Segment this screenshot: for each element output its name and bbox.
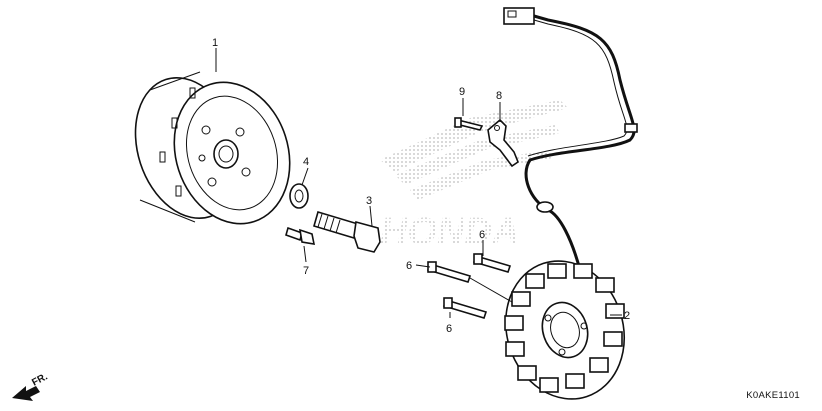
- small-bolt-part: [285, 226, 316, 245]
- callout-6-bottom: 6: [446, 323, 452, 335]
- callout-6-left: 6: [406, 260, 412, 272]
- flywheel-part: [134, 71, 291, 225]
- front-direction-arrow: FR.: [12, 371, 50, 401]
- callout-2: 2: [624, 310, 630, 322]
- wire-harness: [503, 7, 638, 271]
- stator-part: [504, 260, 626, 400]
- stator-bolt-a: [426, 261, 472, 283]
- stator-bolt-c: [442, 297, 488, 319]
- callout-3: 3: [366, 195, 372, 207]
- direction-label: FR.: [30, 371, 50, 388]
- honda-watermark: HONDA: [380, 100, 568, 253]
- callout-1: 1: [212, 37, 218, 49]
- callout-4: 4: [303, 156, 309, 168]
- callout-9: 9: [459, 86, 465, 98]
- bolt-part: [313, 211, 381, 253]
- stator-bolt-b: [472, 253, 512, 273]
- watermark-text: HONDA: [380, 211, 519, 253]
- clamp-part: [487, 118, 519, 168]
- drawing-code: K0AKE1101: [746, 390, 800, 401]
- callout-8: 8: [496, 90, 502, 102]
- leader-lines: [215, 48, 622, 318]
- callout-7: 7: [303, 265, 309, 277]
- screw-part: [454, 117, 484, 131]
- washer-part: [289, 183, 309, 209]
- callout-6-top: 6: [479, 229, 485, 241]
